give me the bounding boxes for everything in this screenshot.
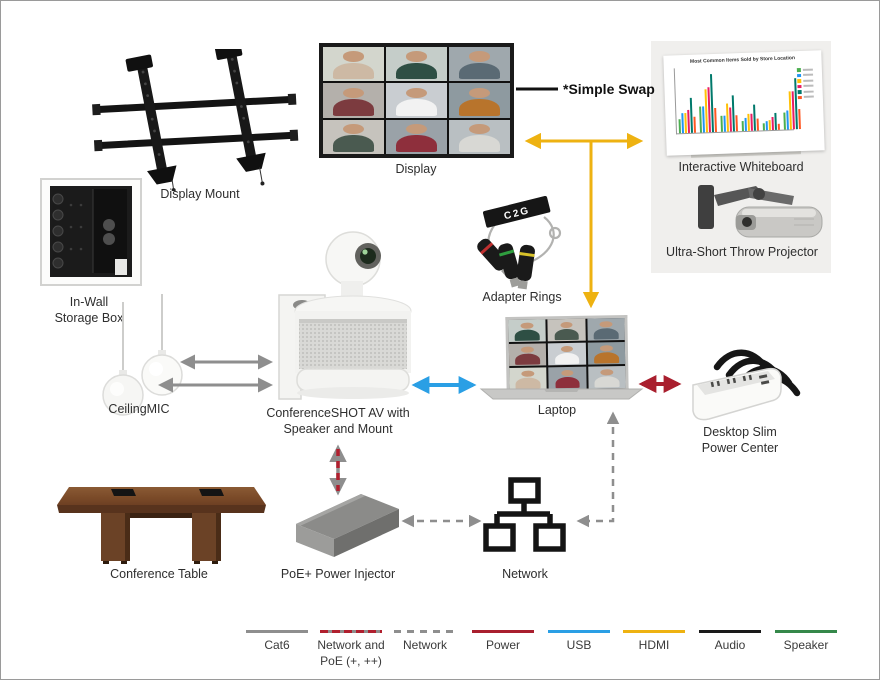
video-participant (323, 119, 384, 154)
conference-camera-label: ConferenceSHOT AV with Speaker and Mount (266, 406, 410, 436)
network-label: Network (502, 567, 548, 581)
legend-label: Network and PoE (+, ++) (317, 638, 385, 668)
video-participant (449, 119, 510, 154)
video-participant (587, 317, 625, 341)
conference-table-label: Conference Table (110, 567, 208, 581)
display-mount-label: Display Mount (160, 187, 240, 201)
network-icon (483, 477, 566, 552)
legend-swatch-power (472, 630, 534, 633)
interactive-whiteboard-image: Most Common Items Sold by Store Location (663, 50, 825, 156)
legend-item-audio: Audio (693, 630, 767, 654)
video-participant (323, 83, 384, 118)
video-participant (386, 83, 447, 118)
interactive-whiteboard-label: Interactive Whiteboard (678, 160, 804, 174)
video-participant (548, 342, 586, 366)
legend-item-cat6: Cat6 (240, 630, 314, 653)
legend-item-hdmi: HDMI (617, 630, 691, 654)
laptop-image (505, 314, 629, 393)
video-participant (449, 83, 510, 118)
video-participant (508, 343, 547, 367)
video-participant (547, 318, 586, 342)
in-wall-storage-box-label: In-Wall Storage Box (54, 295, 124, 325)
poe-injector-label: PoE+ Power Injector (280, 567, 396, 581)
ceiling-mic-image (102, 294, 183, 416)
legend-item-power: Power (466, 630, 540, 654)
in-wall-storage-box-image (40, 178, 142, 286)
display-label: Display (395, 162, 437, 176)
laptop-label: Laptop (537, 403, 577, 417)
conference-camera-image (278, 231, 412, 400)
legend-item-speaker: Speaker (769, 630, 843, 654)
conference-table-image (57, 487, 266, 564)
projector-image (698, 185, 823, 238)
legend-swatch-network (394, 630, 456, 633)
power-center-image (692, 349, 801, 421)
legend-label: Cat6 (264, 637, 290, 652)
legend-swatch-usb (548, 630, 610, 633)
legend-label: Power (485, 638, 520, 652)
simple-swap-label: *Simple Swap (563, 81, 655, 97)
video-participant (386, 119, 447, 154)
whiteboard-chart-legend (796, 64, 815, 131)
legend-label: USB (566, 638, 592, 652)
laptop-base (479, 388, 644, 400)
legend-swatch-speaker (775, 630, 837, 633)
network-arrow-laptop-network (576, 411, 620, 528)
adapter-rings-label: Adapter Rings (482, 290, 562, 304)
legend-label: HDMI (638, 638, 670, 652)
display-mount-image (92, 49, 299, 191)
legend-swatch-hdmi (623, 630, 685, 633)
legend-item-network-poe: Network and PoE (+, ++) (314, 630, 388, 669)
legend-item-network: Network (388, 630, 462, 653)
legend-label: Network (402, 637, 447, 652)
video-participant (386, 47, 447, 82)
poe-injector-image (296, 494, 399, 557)
video-participant (323, 47, 384, 82)
power-center-label: Desktop Slim Power Center (701, 425, 779, 455)
video-participant (587, 341, 626, 365)
ceiling-mic-label: CeilingMIC (108, 402, 170, 416)
legend-label: Speaker (783, 638, 829, 652)
legend-swatch-cat6 (246, 630, 308, 633)
adapter-rings-image: C2G (477, 195, 562, 290)
video-participant (508, 319, 547, 343)
display-video-grid (323, 47, 510, 154)
whiteboard-chart-plot (673, 64, 801, 135)
legend-swatch-audio (699, 630, 761, 633)
legend-item-usb: USB (542, 630, 616, 654)
legend-swatch-network-poe (320, 630, 382, 633)
video-participant (449, 47, 510, 82)
legend-label: Audio (714, 638, 746, 652)
laptop-video-grid (508, 317, 626, 391)
projector-label: Ultra-Short Throw Projector (666, 245, 818, 259)
display-screen-image (319, 43, 514, 158)
